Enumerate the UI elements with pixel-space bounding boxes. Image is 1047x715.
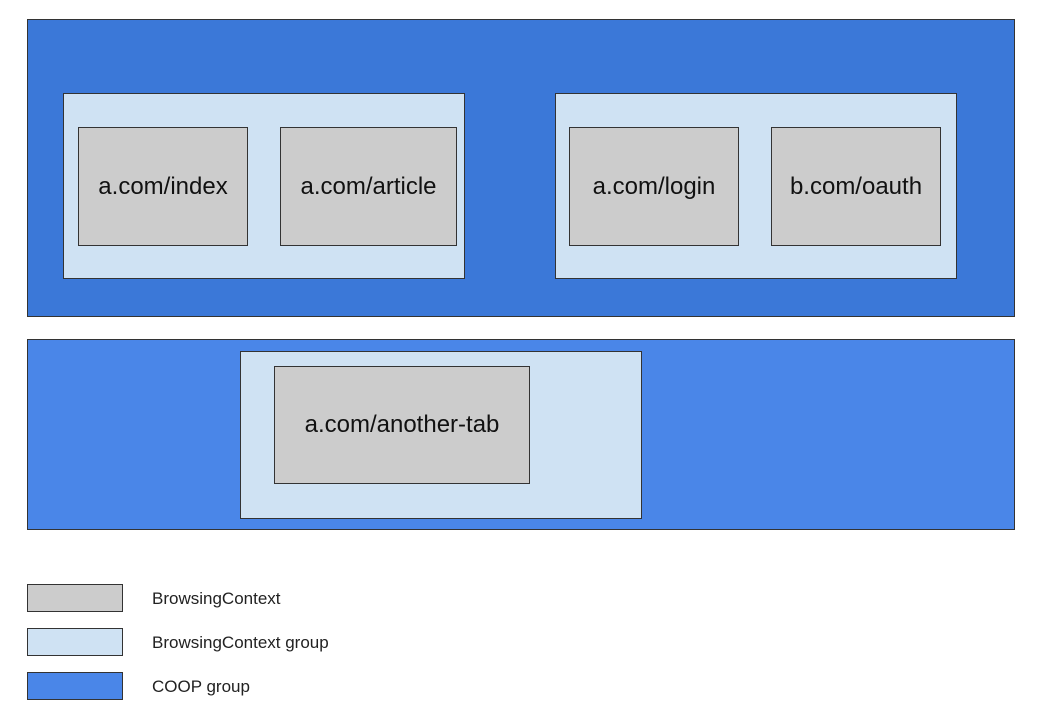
legend-swatch-browsing-context — [27, 584, 123, 612]
browsing-context-label: a.com/article — [300, 172, 437, 200]
browsing-context-a-com-index: a.com/index — [78, 127, 248, 246]
legend-swatch-coop-group — [27, 672, 123, 700]
browsing-context-label: b.com/oauth — [789, 172, 923, 200]
browsing-context-label: a.com/another-tab — [304, 411, 500, 438]
browsing-context-a-com-login: a.com/login — [569, 127, 739, 246]
legend-label-browsing-context-group: BrowsingContext group — [152, 633, 329, 652]
browsing-context-label: a.com/index — [98, 172, 228, 200]
legend-label-coop-group: COOP group — [152, 677, 250, 696]
browsing-context-a-com-article: a.com/article — [280, 127, 457, 246]
browsing-context-label: a.com/login — [592, 172, 716, 200]
browsing-context-b-com-oauth: b.com/oauth — [771, 127, 941, 246]
legend-label-browsing-context: BrowsingContext — [152, 589, 281, 608]
legend-swatch-browsing-context-group — [27, 628, 123, 656]
browsing-context-a-com-another-tab: a.com/another-tab — [274, 366, 530, 484]
